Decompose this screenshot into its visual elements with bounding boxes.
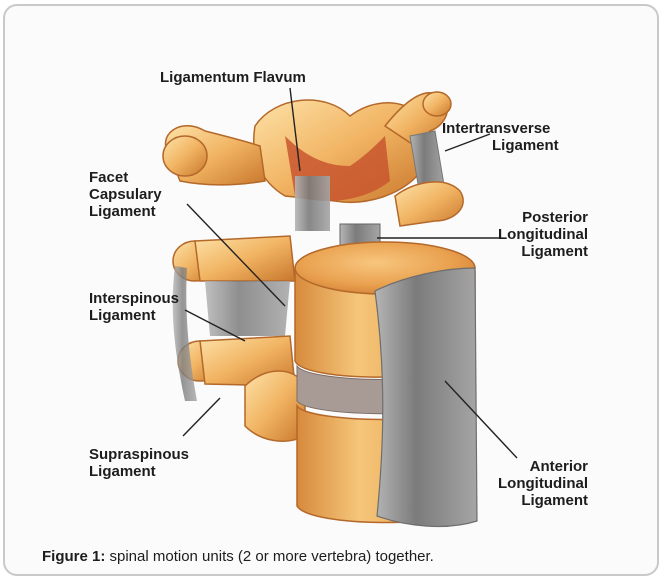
label-interspinous-line2: Ligament <box>89 307 179 324</box>
label-supraspinous-line1: Supraspinous <box>89 446 189 463</box>
flavum-gray-strip <box>295 176 330 231</box>
upper-transverse-tip <box>423 92 451 116</box>
figure-card: Ligamentum Flavum Intertransverse Ligame… <box>3 4 659 576</box>
caption-text: spinal motion units (2 or more vertebra)… <box>105 548 434 565</box>
label-posterior-line3: Ligament <box>460 243 588 260</box>
middle-spinous-process <box>195 236 295 281</box>
caption-prefix: Figure 1: <box>42 548 105 565</box>
upper-spinous-tip <box>163 136 207 176</box>
label-anterior-line3: Ligament <box>460 492 588 509</box>
label-anterior-line1: Anterior <box>460 458 588 475</box>
label-intertransverse-line1: Intertransverse <box>442 120 559 137</box>
interspinous-ligament <box>205 281 290 336</box>
label-facet-capsulary: Facet Capsulary Ligament <box>89 169 162 220</box>
label-anterior-line2: Longitudinal <box>460 475 588 492</box>
label-posterior-line2: Longitudinal <box>460 226 588 243</box>
lower-transverse-process <box>395 182 463 226</box>
lower-lamina <box>245 371 305 441</box>
label-facet-line1: Facet <box>89 169 162 186</box>
label-supraspinous-line2: Ligament <box>89 463 189 480</box>
label-facet-line3: Ligament <box>89 203 162 220</box>
figure-caption: Figure 1: spinal motion units (2 or more… <box>42 548 434 565</box>
label-posterior-line1: Posterior <box>460 209 588 226</box>
label-facet-line2: Capsulary <box>89 186 162 203</box>
label-anterior-longitudinal: Anterior Longitudinal Ligament <box>460 458 588 509</box>
leader-supraspinous <box>183 398 220 436</box>
label-supraspinous: Supraspinous Ligament <box>89 446 189 480</box>
label-intertransverse: Intertransverse Ligament <box>442 120 559 154</box>
label-posterior-longitudinal: Posterior Longitudinal Ligament <box>460 209 588 260</box>
label-intertransverse-line2: Ligament <box>442 137 559 154</box>
label-interspinous-line1: Interspinous <box>89 290 179 307</box>
supraspinous-ligament <box>173 266 197 401</box>
label-interspinous: Interspinous Ligament <box>89 290 179 324</box>
label-ligamentum-flavum: Ligamentum Flavum <box>160 69 306 86</box>
